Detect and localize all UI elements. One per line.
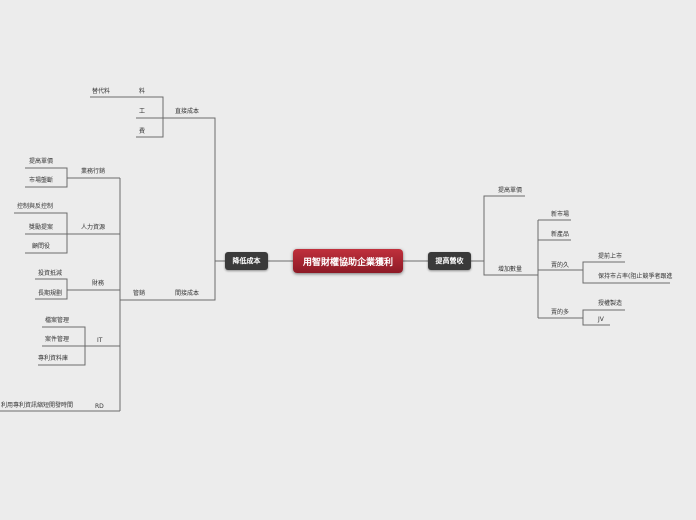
topic-long-term-planning[interactable]: 長期規劃 (38, 290, 63, 297)
topic-raise-price-right[interactable]: 提高單價 (498, 187, 523, 194)
topic-business-marketing[interactable]: 業務行銷 (81, 168, 106, 175)
topic-labor[interactable]: 工 (139, 108, 146, 115)
topic-expense[interactable]: 費 (139, 128, 146, 135)
topic-substitute-material[interactable]: 替代料 (92, 88, 111, 95)
topic-case-management[interactable]: 案件管理 (45, 336, 70, 343)
branch-reduce-cost[interactable]: 降低成本 (225, 252, 268, 270)
topic-licensed-manufacturing[interactable]: 授權製造 (598, 300, 623, 307)
topic-new-market[interactable]: 新市場 (551, 211, 570, 218)
topic-jv[interactable]: JV (598, 316, 604, 323)
topic-management[interactable]: 管銷 (133, 290, 146, 297)
topic-sell-longer[interactable]: 賣的久 (551, 262, 570, 269)
topic-early-launch[interactable]: 提前上市 (598, 253, 623, 260)
topic-new-product[interactable]: 新產品 (551, 231, 570, 238)
topic-rd[interactable]: RD (95, 403, 104, 410)
topic-control[interactable]: 控制與反控制 (17, 203, 54, 210)
topic-file-management[interactable]: 檔案管理 (45, 317, 70, 324)
topic-human-resources[interactable]: 人力資源 (81, 224, 106, 231)
topic-indirect-cost[interactable]: 間接成本 (175, 290, 200, 297)
topic-raise-price-left[interactable]: 提高單價 (29, 158, 54, 165)
topic-shorten-dev-time[interactable]: 利用專利資訊縮短開發時間 (1, 402, 74, 409)
topic-patent-database[interactable]: 專利資料庫 (38, 355, 69, 362)
topic-market-monopoly[interactable]: 市場壟斷 (29, 177, 54, 184)
topic-it[interactable]: IT (97, 337, 103, 344)
topic-material[interactable]: 料 (139, 88, 146, 95)
topic-keep-market-share[interactable]: 保持市占率(阻止競爭者跟進 (598, 273, 673, 280)
topic-reward-proposal[interactable]: 獎勵提案 (29, 224, 54, 231)
root-topic[interactable]: 用智財權協助企業獲利 (293, 249, 403, 273)
topic-investment-deduction[interactable]: 投資抵減 (38, 270, 63, 277)
topic-direct-cost[interactable]: 直接成本 (175, 108, 200, 115)
topic-finance[interactable]: 財務 (92, 280, 105, 287)
branch-increase-revenue[interactable]: 提高營收 (428, 252, 471, 270)
topic-increase-quantity[interactable]: 增加數量 (498, 266, 523, 273)
topic-consultant[interactable]: 顧問役 (32, 243, 51, 250)
topic-sell-more[interactable]: 賣的多 (551, 309, 570, 316)
